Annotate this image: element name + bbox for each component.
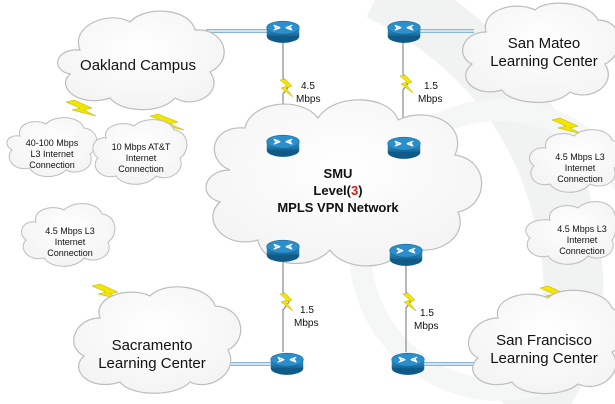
lightning-icon xyxy=(65,99,97,117)
sanmateo-label-line1: San Mateo xyxy=(508,35,581,52)
lightning-icon xyxy=(551,117,583,135)
sacramento-mpls-link xyxy=(282,252,290,352)
sanfrancisco-link-speed: 1.5 xyxy=(420,308,434,319)
sacramento-label-line1: Sacramento xyxy=(112,337,193,354)
sanfrancisco-internet-line3: Connection xyxy=(559,246,605,256)
sanfrancisco-label-line2: Learning Center xyxy=(490,350,598,367)
oakland-att-internet-line2: Internet xyxy=(126,153,157,163)
sanfrancisco-label-line1: San Francisco xyxy=(496,332,592,349)
level3-accent: 3 xyxy=(351,183,358,198)
oakland-l3-internet-line3: Connection xyxy=(29,160,75,170)
sanmateo-label-line2: Learning Center xyxy=(490,53,598,70)
mpls-router-icon xyxy=(266,239,300,263)
oakland-l3-internet-cloud xyxy=(6,117,98,177)
mpls-router-icon xyxy=(389,243,423,267)
oakland-router-icon xyxy=(266,20,300,44)
sanmateo-cloud xyxy=(462,2,615,103)
lightning-icon xyxy=(402,292,417,312)
mpls-title: SMU xyxy=(324,166,353,181)
oakland-l3-internet-line2: L3 Internet xyxy=(30,149,74,159)
lightning-icon xyxy=(399,74,414,94)
oakland-att-internet-line1: 10 Mbps AT&T xyxy=(112,142,171,152)
sanmateo-router-icon xyxy=(387,20,421,44)
sanfrancisco-cloud xyxy=(467,289,615,395)
sanmateo-internet-line1: 4.5 Mbps L3 xyxy=(555,152,605,162)
mpls-provider: Level(3) xyxy=(313,183,362,198)
sanmateo-internet-line2: Internet xyxy=(565,163,596,173)
oakland-l3-internet-line1: 40-100 Mbps xyxy=(26,138,79,148)
sacramento-internet-line2: Internet xyxy=(55,237,86,247)
sanfrancisco-internet-line1: 4.5 Mbps L3 xyxy=(557,224,607,234)
lightning-icon xyxy=(279,78,294,98)
mpls-subtitle: MPLS VPN Network xyxy=(277,200,399,215)
sanfrancisco-link-unit: Mbps xyxy=(414,321,438,332)
sanmateo-internet-cloud xyxy=(529,129,615,193)
oakland-label: Oakland Campus xyxy=(80,57,196,74)
sanfrancisco-internet-line2: Internet xyxy=(567,235,598,245)
sanfrancisco-router-icon xyxy=(391,352,425,376)
oakland-link-unit: Mbps xyxy=(296,94,320,105)
sanmateo-internet-line3: Connection xyxy=(557,174,603,184)
oakland-link-speed: 4.5 xyxy=(301,81,315,92)
oakland-att-internet-cloud xyxy=(92,119,188,185)
sacramento-cloud xyxy=(73,286,242,394)
mpls-router-icon xyxy=(266,134,300,158)
lightning-icon xyxy=(279,292,294,312)
sacramento-link-speed: 1.5 xyxy=(300,305,314,316)
sanmateo-link-unit: Mbps xyxy=(418,94,442,105)
sacramento-link-unit: Mbps xyxy=(294,318,318,329)
sanmateo-link-speed: 1.5 xyxy=(424,81,438,92)
sacramento-internet-line3: Connection xyxy=(47,248,93,258)
sanfrancisco-internet-cloud xyxy=(525,201,615,265)
oakland-cloud xyxy=(57,10,225,111)
sacramento-internet-line1: 4.5 Mbps L3 xyxy=(45,226,95,236)
sacramento-label-line2: Learning Center xyxy=(98,355,206,372)
sacramento-router-icon xyxy=(270,352,304,376)
oakland-att-internet-line3: Connection xyxy=(118,164,164,174)
mpls-router-icon xyxy=(387,136,421,160)
sacramento-internet-cloud xyxy=(21,203,116,267)
